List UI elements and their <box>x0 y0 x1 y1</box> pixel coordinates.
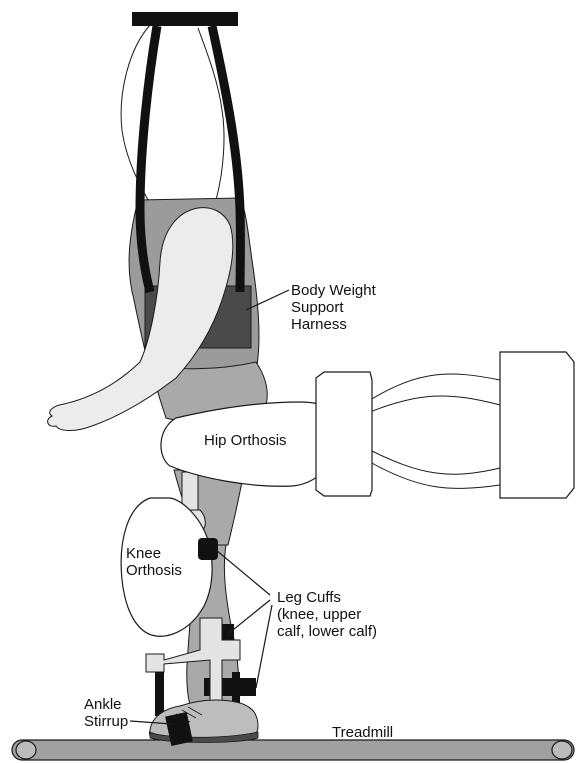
orthosis-cables <box>370 374 500 488</box>
frame-block-left <box>316 372 372 496</box>
cuff-leader-upper-calf <box>228 600 270 634</box>
frame-block-right <box>500 352 574 498</box>
shoe <box>149 700 258 740</box>
suspension-bar <box>132 12 238 26</box>
treadmill-roller-right <box>552 741 572 759</box>
stirrup-bar-front <box>155 672 164 716</box>
label-treadmill: Treadmill <box>332 724 393 741</box>
cuff-leader-lower-calf <box>256 605 272 688</box>
treadmill-roller-left <box>16 741 36 759</box>
label-harness: Body Weight Support Harness <box>291 282 376 333</box>
label-leg-cuffs: Leg Cuffs (knee, upper calf, lower calf) <box>277 589 377 640</box>
treadmill-belt <box>12 740 574 760</box>
label-knee-orthosis: Knee Orthosis <box>126 545 182 579</box>
label-hip-orthosis: Hip Orthosis <box>204 432 287 449</box>
label-ankle-stirrup: Ankle Stirrup <box>84 696 128 730</box>
leg-cuff-knee <box>198 538 218 560</box>
